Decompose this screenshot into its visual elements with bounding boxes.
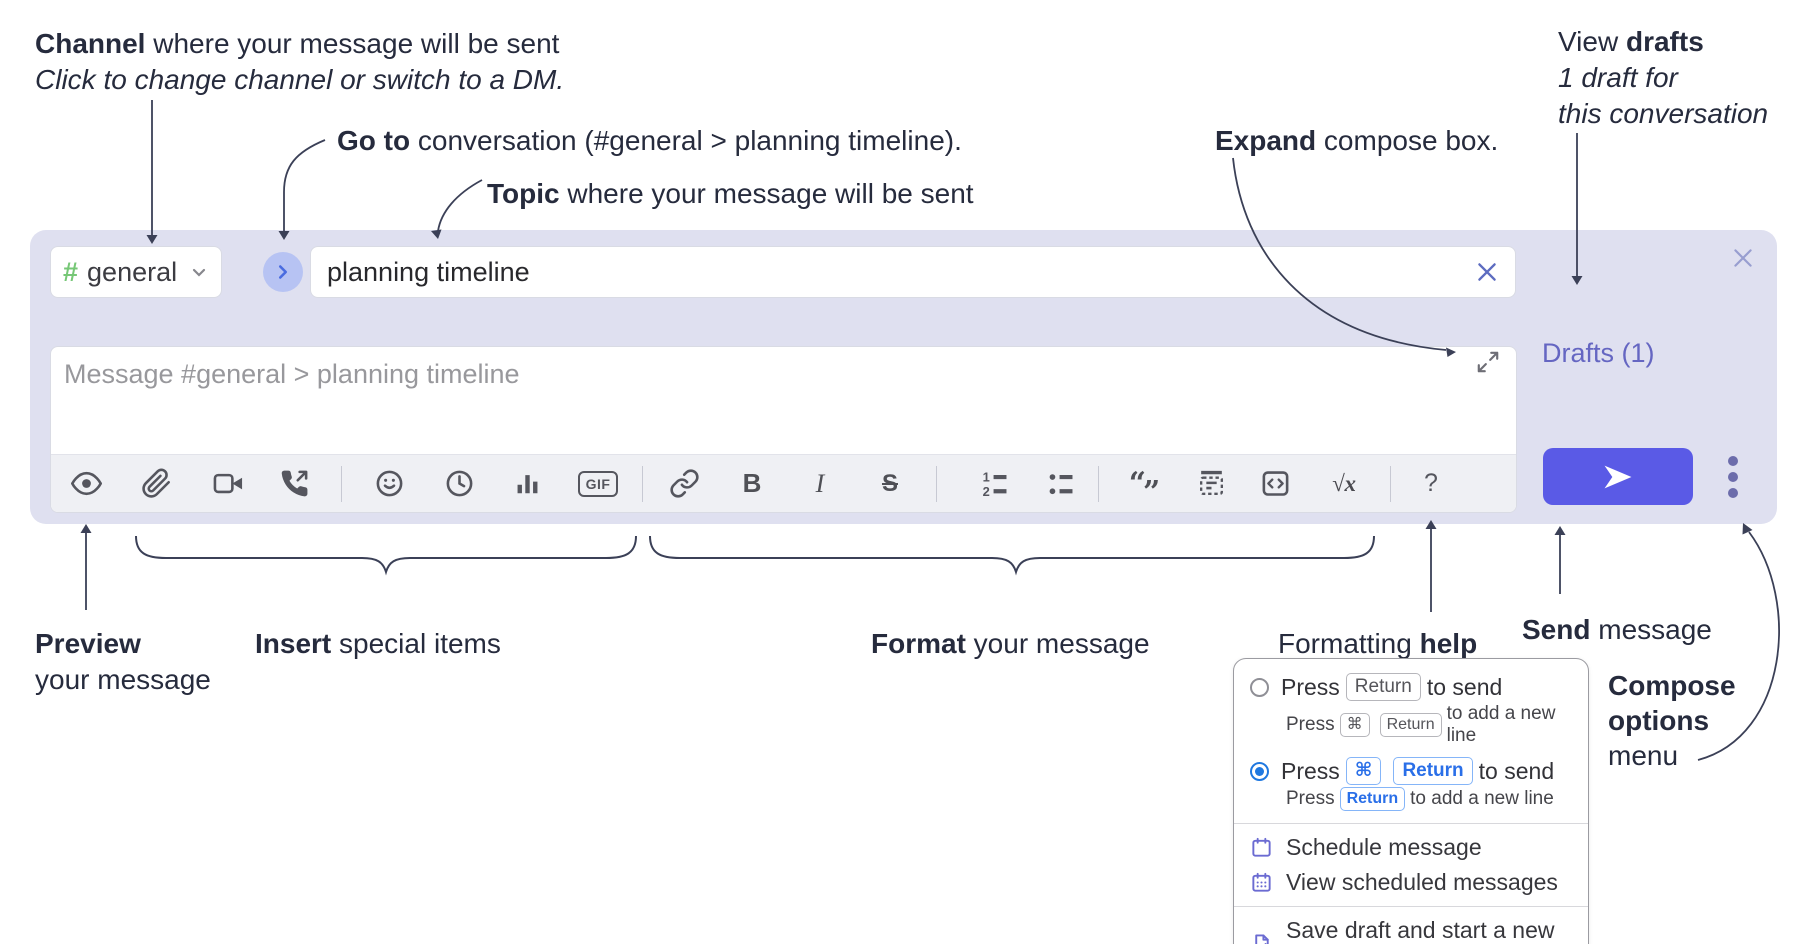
annotation-compose-options: Compose options menu <box>1608 670 1736 771</box>
annotation-expand: Expand compose box. <box>1215 125 1499 156</box>
toolbar-divider <box>642 465 643 502</box>
compose-box: # general Message #genera <box>30 230 1777 524</box>
menu-item-view-scheduled-messages[interactable]: View scheduled messages <box>1234 865 1588 900</box>
annotation-go-to: Go to conversation (#general > planning … <box>337 125 962 156</box>
key-cmd: ⌘ <box>1339 713 1370 737</box>
option-enter-sends[interactable]: Press Return to send Press ⌘ Return to a… <box>1234 669 1588 753</box>
dot-icon <box>1728 488 1738 498</box>
dot-icon <box>1728 456 1738 466</box>
quote-icon[interactable]: “” <box>1128 466 1161 510</box>
time-icon[interactable] <box>441 466 477 502</box>
voice-call-icon[interactable] <box>276 466 312 502</box>
italic-icon[interactable]: I <box>815 468 825 498</box>
annotation-channel-bold: Channel <box>35 28 146 59</box>
annotation-preview: Preview your message <box>35 628 211 695</box>
math-icon[interactable]: √x <box>1331 470 1357 496</box>
preview-eye-icon[interactable] <box>68 466 104 502</box>
topic-input[interactable] <box>325 255 1473 289</box>
calendar-grid-icon <box>1252 872 1271 892</box>
channel-name: general <box>87 256 178 287</box>
clear-topic-button[interactable] <box>1473 258 1501 286</box>
toolbar-divider <box>1390 465 1391 502</box>
close-icon <box>1474 259 1500 285</box>
toolbar-divider <box>936 465 937 502</box>
send-button[interactable] <box>1543 448 1693 505</box>
menu-item-schedule-message[interactable]: Schedule message <box>1234 830 1588 865</box>
topic-input-box <box>310 246 1516 298</box>
key-cmd: ⌘ <box>1345 757 1382 785</box>
svg-text:1: 1 <box>982 470 989 485</box>
emoji-icon[interactable] <box>371 466 407 502</box>
svg-text:2: 2 <box>982 484 989 499</box>
key-return: Return <box>1379 713 1442 737</box>
video-call-icon[interactable] <box>210 466 246 502</box>
channel-selector[interactable]: # general <box>50 246 222 298</box>
code-icon[interactable] <box>1257 466 1293 502</box>
annotation-channel: Channel where your message will be sent … <box>35 26 564 98</box>
message-formatting-help-icon[interactable]: ? <box>1424 469 1438 497</box>
chevron-down-icon <box>189 262 209 282</box>
annotation-send: Send message <box>1522 614 1712 645</box>
gif-icon[interactable]: GIF <box>575 466 621 502</box>
radio-selected-icon[interactable] <box>1250 761 1269 781</box>
link-icon[interactable] <box>666 466 702 502</box>
send-icon <box>1601 460 1635 494</box>
menu-divider <box>1234 906 1588 907</box>
close-compose-button[interactable] <box>1730 245 1756 271</box>
menu-item-save-draft[interactable]: Save draft and start a new message <box>1234 913 1588 944</box>
draft-check-icon <box>1255 933 1269 944</box>
menu-divider <box>1234 823 1588 824</box>
calendar-icon <box>1252 837 1271 857</box>
close-icon <box>1730 245 1756 271</box>
key-return: Return <box>1339 787 1406 811</box>
message-input-box[interactable]: Message #general > planning timeline <box>50 346 1517 513</box>
drafts-link[interactable]: Drafts (1) <box>1542 338 1655 368</box>
expand-compose-button[interactable] <box>1475 349 1501 375</box>
toolbar-divider <box>1098 465 1099 502</box>
bold-icon[interactable]: B <box>742 468 762 498</box>
toolbar-divider <box>341 465 342 502</box>
poll-icon[interactable] <box>509 466 545 502</box>
key-return: Return <box>1345 673 1421 701</box>
key-return: Return <box>1393 757 1473 785</box>
expand-icon <box>1475 349 1501 375</box>
dot-icon <box>1728 472 1738 482</box>
attach-file-icon[interactable] <box>138 466 174 502</box>
radio-unselected-icon[interactable] <box>1250 677 1269 697</box>
annotation-format: Format your message <box>871 628 1150 659</box>
chevron-right-icon <box>272 261 294 283</box>
annotation-insert: Insert special items <box>255 628 501 659</box>
channel-hash-icon: # <box>63 256 79 287</box>
annotation-formatting-help: Formatting help <box>1278 628 1478 659</box>
go-to-conversation-button[interactable] <box>263 252 303 292</box>
annotation-view-drafts: View drafts 1 draft for this conversatio… <box>1558 26 1769 129</box>
annotation-channel-rest: where your message will be sent <box>145 28 560 59</box>
spoiler-icon[interactable] <box>1193 466 1229 502</box>
annotation-channel-sub: Click to change channel or switch to a D… <box>35 64 565 95</box>
message-placeholder: Message #general > planning timeline <box>64 359 520 389</box>
bulleted-list-icon[interactable] <box>1043 466 1079 502</box>
compose-options-menu-button[interactable] <box>1718 456 1748 498</box>
option-cmd-enter-sends[interactable]: Press ⌘ Return to send Press Return to a… <box>1234 753 1588 817</box>
compose-options-menu: Press Return to send Press ⌘ Return to a… <box>1233 658 1589 944</box>
annotation-topic: Topic where your message will be sent <box>487 178 974 209</box>
strikethrough-icon[interactable]: S <box>881 469 898 497</box>
